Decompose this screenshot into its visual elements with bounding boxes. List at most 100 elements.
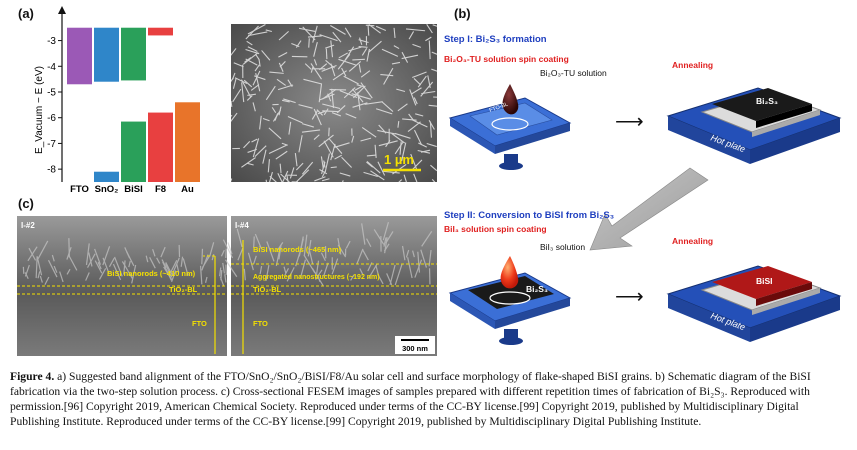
flake bbox=[368, 24, 381, 34]
flake bbox=[269, 71, 284, 74]
flake bbox=[268, 171, 273, 182]
flake bbox=[265, 85, 276, 101]
flake bbox=[325, 48, 328, 60]
flake bbox=[311, 110, 318, 120]
nanorod bbox=[315, 269, 323, 280]
flake bbox=[397, 103, 408, 112]
nanorod bbox=[180, 256, 184, 267]
panel-label-c: (c) bbox=[18, 196, 34, 211]
flake bbox=[295, 169, 310, 182]
nanorod bbox=[295, 247, 303, 267]
sem-left-tag: I-#2 bbox=[21, 221, 35, 230]
nanorod bbox=[201, 248, 204, 265]
flake bbox=[258, 59, 261, 67]
nanorod bbox=[27, 246, 38, 262]
nanorod bbox=[37, 240, 49, 259]
sem-left-label-rods: BiSI nanorods (~410 nm) bbox=[107, 269, 196, 278]
band-bar-f8 bbox=[148, 27, 173, 36]
flake bbox=[323, 108, 329, 116]
x-category-label: SnO₂ bbox=[95, 184, 119, 195]
flake bbox=[431, 179, 436, 182]
nanorod bbox=[211, 254, 215, 261]
nanorod bbox=[170, 257, 180, 278]
nanorod bbox=[247, 252, 254, 271]
flake bbox=[421, 90, 436, 95]
flake bbox=[289, 167, 295, 179]
flake bbox=[366, 161, 374, 168]
nanorod bbox=[66, 268, 71, 275]
flake bbox=[241, 79, 252, 98]
flake bbox=[243, 140, 251, 149]
nanorod bbox=[51, 254, 55, 262]
flake bbox=[231, 77, 234, 83]
nanorod bbox=[243, 268, 246, 281]
flake bbox=[334, 154, 342, 160]
fabrication-schematic: Step I: Bi₂S₃ formation Bi₂O₃-TU solutio… bbox=[444, 34, 842, 345]
nanorod bbox=[237, 247, 244, 261]
flake bbox=[279, 163, 282, 174]
flake bbox=[308, 38, 310, 48]
flake bbox=[391, 133, 406, 144]
flake bbox=[412, 43, 422, 48]
nanorod bbox=[68, 254, 78, 271]
flake bbox=[252, 102, 256, 112]
nanorod bbox=[417, 251, 421, 273]
hot-plate-2: BiSI Hot plate bbox=[666, 265, 842, 342]
flake bbox=[357, 92, 361, 111]
nanorod bbox=[265, 264, 270, 281]
nanorod bbox=[259, 266, 263, 275]
flake bbox=[409, 89, 417, 106]
flake bbox=[405, 28, 426, 32]
nanorod bbox=[36, 256, 43, 276]
flake bbox=[268, 144, 287, 155]
flake bbox=[397, 120, 400, 128]
flake bbox=[348, 46, 362, 52]
flake bbox=[429, 121, 432, 138]
flake bbox=[366, 154, 377, 157]
y-axis-arrow bbox=[58, 6, 66, 14]
nanorod bbox=[219, 276, 225, 286]
panel-label-b: (b) bbox=[454, 6, 471, 21]
caption-label: Figure 4. bbox=[10, 370, 55, 383]
flake bbox=[337, 53, 351, 70]
flake bbox=[431, 51, 437, 55]
flake bbox=[231, 100, 233, 108]
nanorod bbox=[303, 234, 308, 256]
nanorod bbox=[307, 239, 312, 257]
x-category-label: Au bbox=[181, 184, 194, 195]
flake bbox=[330, 143, 336, 161]
nanorod bbox=[209, 242, 215, 257]
flake bbox=[319, 34, 338, 42]
flake bbox=[304, 63, 312, 70]
flake bbox=[366, 48, 370, 62]
scale-label: 1 µm bbox=[384, 152, 414, 167]
flake bbox=[330, 25, 346, 35]
nanorod bbox=[99, 268, 107, 280]
flake bbox=[321, 178, 330, 182]
flake bbox=[351, 93, 371, 100]
nanorod bbox=[171, 270, 177, 283]
nanorod bbox=[112, 263, 122, 281]
flake bbox=[246, 95, 253, 101]
nanorod bbox=[220, 249, 225, 257]
cross-section-sem: I-#2 BiSI nanorods (~410 nm) TiO₂-BL FTO… bbox=[17, 216, 437, 356]
flake bbox=[294, 153, 298, 167]
nanorod bbox=[384, 237, 388, 254]
flake bbox=[313, 59, 318, 66]
nanorod bbox=[266, 241, 275, 262]
flake bbox=[391, 61, 401, 65]
y-tick-label: -6 bbox=[47, 113, 56, 124]
flake bbox=[381, 101, 394, 112]
nanorod bbox=[145, 255, 149, 263]
flake bbox=[241, 157, 256, 168]
band-bar-sno2 bbox=[94, 171, 119, 182]
sem-right-tag: I-#4 bbox=[235, 221, 249, 230]
flake bbox=[352, 102, 368, 108]
band-bar-fto bbox=[67, 27, 92, 85]
flake bbox=[323, 160, 326, 168]
spin-coater-1: FTO-BL bbox=[448, 84, 572, 170]
flake bbox=[399, 141, 402, 155]
flake bbox=[312, 25, 318, 43]
flake bbox=[322, 110, 340, 113]
flake bbox=[363, 171, 378, 178]
